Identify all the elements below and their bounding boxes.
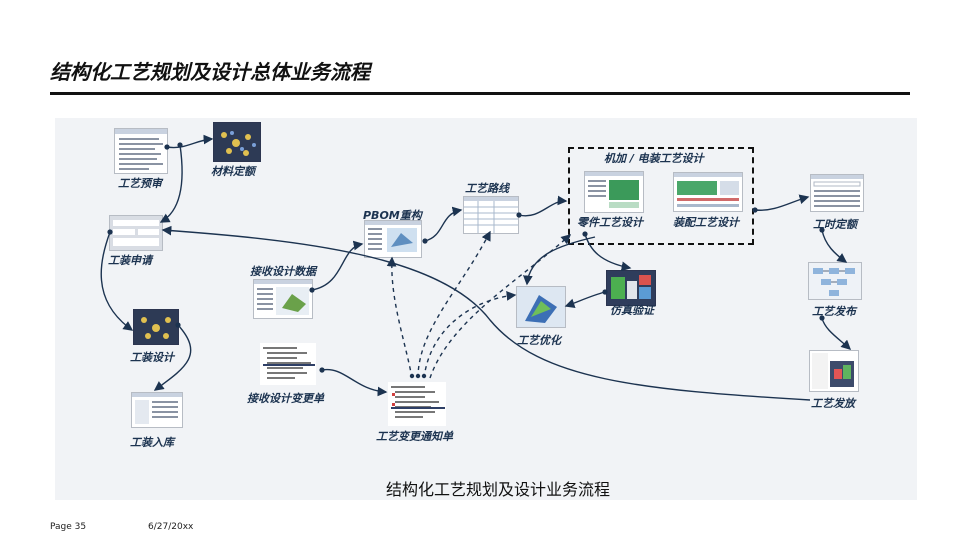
process-route-screenshot (463, 196, 519, 234)
edge-workhour-publish (821, 229, 848, 263)
edge-part-simulation (584, 233, 632, 272)
label-process-optimize: 工艺优化 (517, 334, 561, 347)
label-work-hour-quota: 工时定额 (813, 218, 857, 231)
node-dot (819, 227, 825, 233)
node-dot (175, 322, 181, 328)
label-tooling-storage: 工装入库 (130, 436, 174, 449)
assembly-process-screenshot (673, 172, 743, 212)
edge-review-material (166, 134, 214, 149)
edge-pbom-route (424, 206, 463, 242)
label-process-review: 工艺预审 (118, 177, 162, 190)
edge-publish-release (821, 317, 852, 350)
process-review-screenshot (114, 128, 168, 174)
diagram-caption: 结构化工艺规划及设计业务流程 (386, 480, 611, 499)
label-process-publish: 工艺发布 (812, 305, 856, 318)
edge-data-pbom (311, 240, 364, 291)
edge-notice-optimize (423, 291, 517, 379)
edge-release-request (161, 225, 811, 401)
node-dot (319, 367, 325, 373)
node-dot (107, 229, 113, 235)
edge-request-design (100, 231, 134, 331)
work-hour-screenshot (810, 174, 864, 212)
label-material-quota: 材料定额 (211, 165, 255, 178)
node-dot (164, 144, 170, 150)
edge-design-storage (153, 324, 192, 391)
edge-change-notice (321, 368, 388, 397)
design-change-screenshot (260, 343, 316, 385)
simulation-screenshot (606, 270, 656, 306)
label-simulation-verify: 仿真验证 (610, 304, 654, 317)
receive-design-data-screenshot (253, 279, 313, 319)
node-dot (602, 289, 608, 295)
label-process-release: 工艺发放 (811, 397, 855, 410)
label-part-process-design: 零件工艺设计 (577, 216, 643, 229)
label-process-change-notice: 工艺变更通知单 (376, 430, 453, 443)
edge-simulation-optimize (564, 291, 606, 308)
page-title: 结构化工艺规划及设计总体业务流程 (50, 60, 370, 84)
label-receive-design-data: 接收设计数据 (250, 265, 316, 278)
node-dot (309, 287, 315, 293)
label-tooling-design: 工装设计 (130, 351, 174, 364)
tooling-request-screenshot (109, 215, 163, 251)
diagram-panel (55, 118, 917, 500)
node-dot (819, 315, 825, 321)
process-release-screenshot (809, 350, 859, 392)
process-publish-screenshot (808, 262, 862, 300)
label-process-route: 工艺路线 (465, 182, 509, 195)
edge-notice-pbom (386, 256, 413, 379)
node-dot (582, 231, 588, 237)
edge-part-optimize (522, 236, 596, 286)
material-quota-screenshot (213, 122, 261, 162)
node-dot (177, 142, 183, 148)
label-machining-group: 机加 / 电装工艺设计 (604, 152, 704, 165)
change-notice-screenshot (388, 382, 446, 426)
edge-notice-route (417, 230, 491, 379)
part-process-screenshot (584, 171, 644, 213)
edge-notice-part (429, 234, 572, 379)
edge-route-part (518, 195, 568, 217)
edge-review-request (159, 144, 183, 223)
pbom-screenshot (364, 220, 422, 258)
machining-design-group (568, 147, 754, 245)
tooling-storage-screenshot (131, 392, 183, 428)
node-dot (422, 238, 428, 244)
node-dot (415, 373, 421, 379)
footer-page-number: Page 35 (50, 522, 87, 532)
node-dot (409, 373, 415, 379)
node-dot (421, 373, 427, 379)
footer-date: 6/27/20xx (148, 522, 194, 532)
edge-assembly-workhour (754, 194, 810, 211)
label-tooling-request: 工装申请 (108, 254, 152, 267)
title-divider (50, 92, 910, 95)
label-pbom-restructure: PBOM重构 (363, 209, 422, 222)
label-receive-design-change: 接收设计变更单 (247, 392, 324, 405)
label-assembly-process-design: 装配工艺设计 (673, 216, 739, 229)
node-dot (516, 212, 522, 218)
node-dot (752, 207, 758, 213)
process-optimize-screenshot (516, 286, 566, 328)
